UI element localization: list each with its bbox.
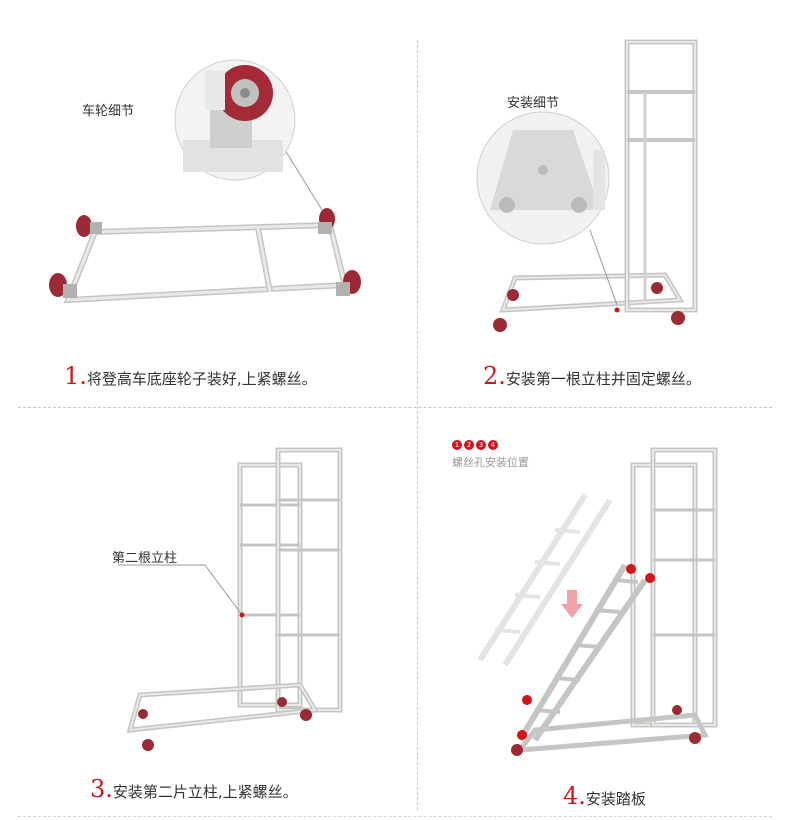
step-2-panel: 安装细节 2.安装第一根立柱并固定螺丝。 (395, 0, 790, 410)
callout-label: 第二根立柱 (112, 551, 178, 566)
wheel-icon (511, 744, 523, 756)
step-text: 安装第二片立柱,上紧螺丝。 (112, 783, 298, 801)
marker-badge: 3 (476, 440, 486, 450)
wheel-icon (507, 289, 519, 301)
wheel-icon (277, 697, 287, 707)
wheel-icon (672, 705, 682, 715)
callout-label: 车轮细节 (82, 104, 135, 119)
wheel-icon (689, 732, 701, 744)
wheel-icon (493, 318, 507, 332)
marker-2-icon (645, 573, 655, 583)
marker-legend: 1 2 3 4 (452, 440, 498, 450)
step-3-panel: 第二根立柱 3.安装第二片立柱,上紧螺丝。 (0, 410, 395, 820)
marker-badge: 1 (452, 440, 462, 450)
divider-vertical (417, 40, 418, 810)
wheel-icon (49, 273, 77, 298)
marker-1-icon (626, 564, 636, 574)
wheel-icon (138, 709, 148, 719)
marker-3-icon (522, 695, 532, 705)
wheel-icon (651, 282, 663, 294)
first-column-illustration (476, 39, 698, 332)
step-number: 4. (563, 782, 586, 810)
step-text: 安装第一根立柱并固定螺丝。 (505, 370, 701, 388)
wheel-icon (76, 215, 102, 237)
wheel-icon (336, 270, 361, 296)
step-caption: 3.安装第二片立柱,上紧螺丝。 (90, 775, 298, 803)
divider-horizontal (18, 407, 772, 408)
step-1-panel: 车轮细节 1.将登高车底座轮子装好,上紧螺丝。 (0, 0, 395, 410)
step-number: 3. (90, 775, 113, 803)
wheel-icon (318, 208, 335, 234)
base-frame-illustration (49, 59, 361, 304)
step-caption: 2.安装第一根立柱并固定螺丝。 (483, 362, 701, 390)
step-4-panel: 1 2 3 4 螺丝孔安装位置 (395, 410, 790, 820)
second-column-illustration (118, 447, 343, 751)
down-arrow-icon (561, 590, 583, 618)
callout-label: 螺丝孔安装位置 (452, 456, 529, 469)
marker-badge: 2 (464, 440, 474, 450)
divider-bottom (18, 816, 772, 817)
step-text: 安装踏板 (585, 790, 646, 808)
step-caption: 4.安装踏板 (563, 782, 646, 810)
step-plate-illustration (477, 447, 718, 756)
wheel-icon (300, 709, 312, 721)
marker-badge: 4 (488, 440, 498, 450)
step-number: 2. (483, 362, 506, 390)
step-number: 1. (64, 362, 87, 390)
marker-4-icon (517, 730, 527, 740)
step-text: 将登高车底座轮子装好,上紧螺丝。 (86, 370, 317, 388)
wheel-icon (671, 311, 685, 325)
callout-label: 安装细节 (507, 96, 560, 111)
step-caption: 1.将登高车底座轮子装好,上紧螺丝。 (64, 362, 317, 390)
wheel-icon (142, 739, 154, 751)
